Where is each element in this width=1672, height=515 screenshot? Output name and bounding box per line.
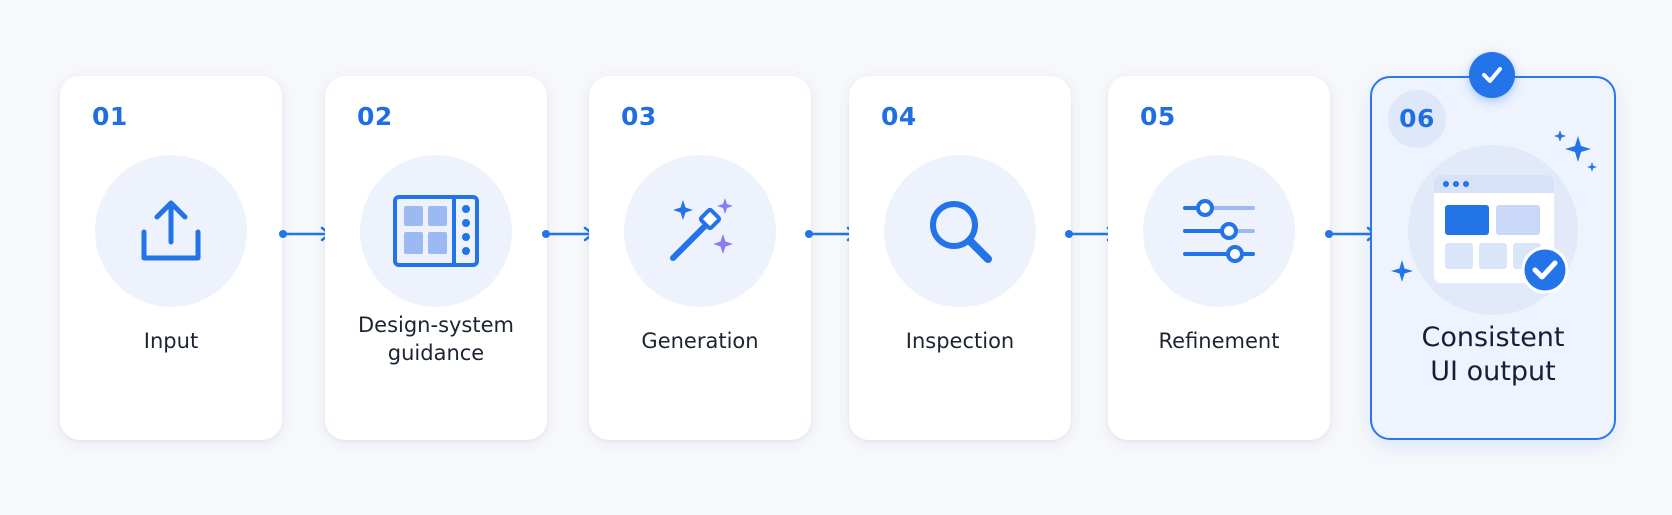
- step-card-input: 01 Input: [60, 76, 282, 440]
- design-grid-icon: [393, 195, 479, 267]
- icon-circle: [1143, 155, 1295, 307]
- step-number: 03: [621, 102, 657, 131]
- step-number: 02: [357, 102, 393, 131]
- step-number: 04: [881, 102, 917, 131]
- step-label: Design-system guidance: [331, 313, 541, 365]
- sparkle-icon: [1554, 130, 1597, 172]
- step-number: 06: [1388, 90, 1446, 148]
- sliders-icon: [1183, 199, 1255, 263]
- step-label: Refinement: [1158, 329, 1280, 353]
- magnifier-icon: [930, 201, 992, 263]
- step-label-line1: Design-system: [357, 313, 514, 337]
- step-label-line2: guidance: [387, 341, 485, 365]
- step-number: 01: [92, 102, 128, 131]
- step-card-design-system-guidance: 02 Design-system guidance: [325, 76, 547, 440]
- icon-circle: [884, 155, 1036, 307]
- icon-circle: [624, 155, 776, 307]
- step-card-generation: 03 Generation: [589, 76, 811, 440]
- step-card-inspection: 04 Inspection: [849, 76, 1071, 440]
- check-badge-icon: [1469, 52, 1515, 98]
- step-card-refinement: 05 Refinement: [1108, 76, 1330, 440]
- step-label-line1: Consistent: [1421, 322, 1565, 353]
- sparkle-icon: [1391, 260, 1413, 282]
- step-label: Inspection: [905, 329, 1015, 353]
- ui-window-check-icon: [1434, 175, 1569, 294]
- step-number: 05: [1140, 102, 1176, 131]
- icon-circle: [1408, 145, 1578, 315]
- icon-circle: [360, 155, 512, 307]
- step-label: Input: [143, 329, 199, 353]
- magic-wand-icon: [670, 198, 733, 261]
- icon-circle: [95, 155, 247, 307]
- step-label: Generation: [641, 329, 759, 353]
- upload-icon: [141, 200, 201, 261]
- step-label-line2: UI output: [1430, 356, 1556, 387]
